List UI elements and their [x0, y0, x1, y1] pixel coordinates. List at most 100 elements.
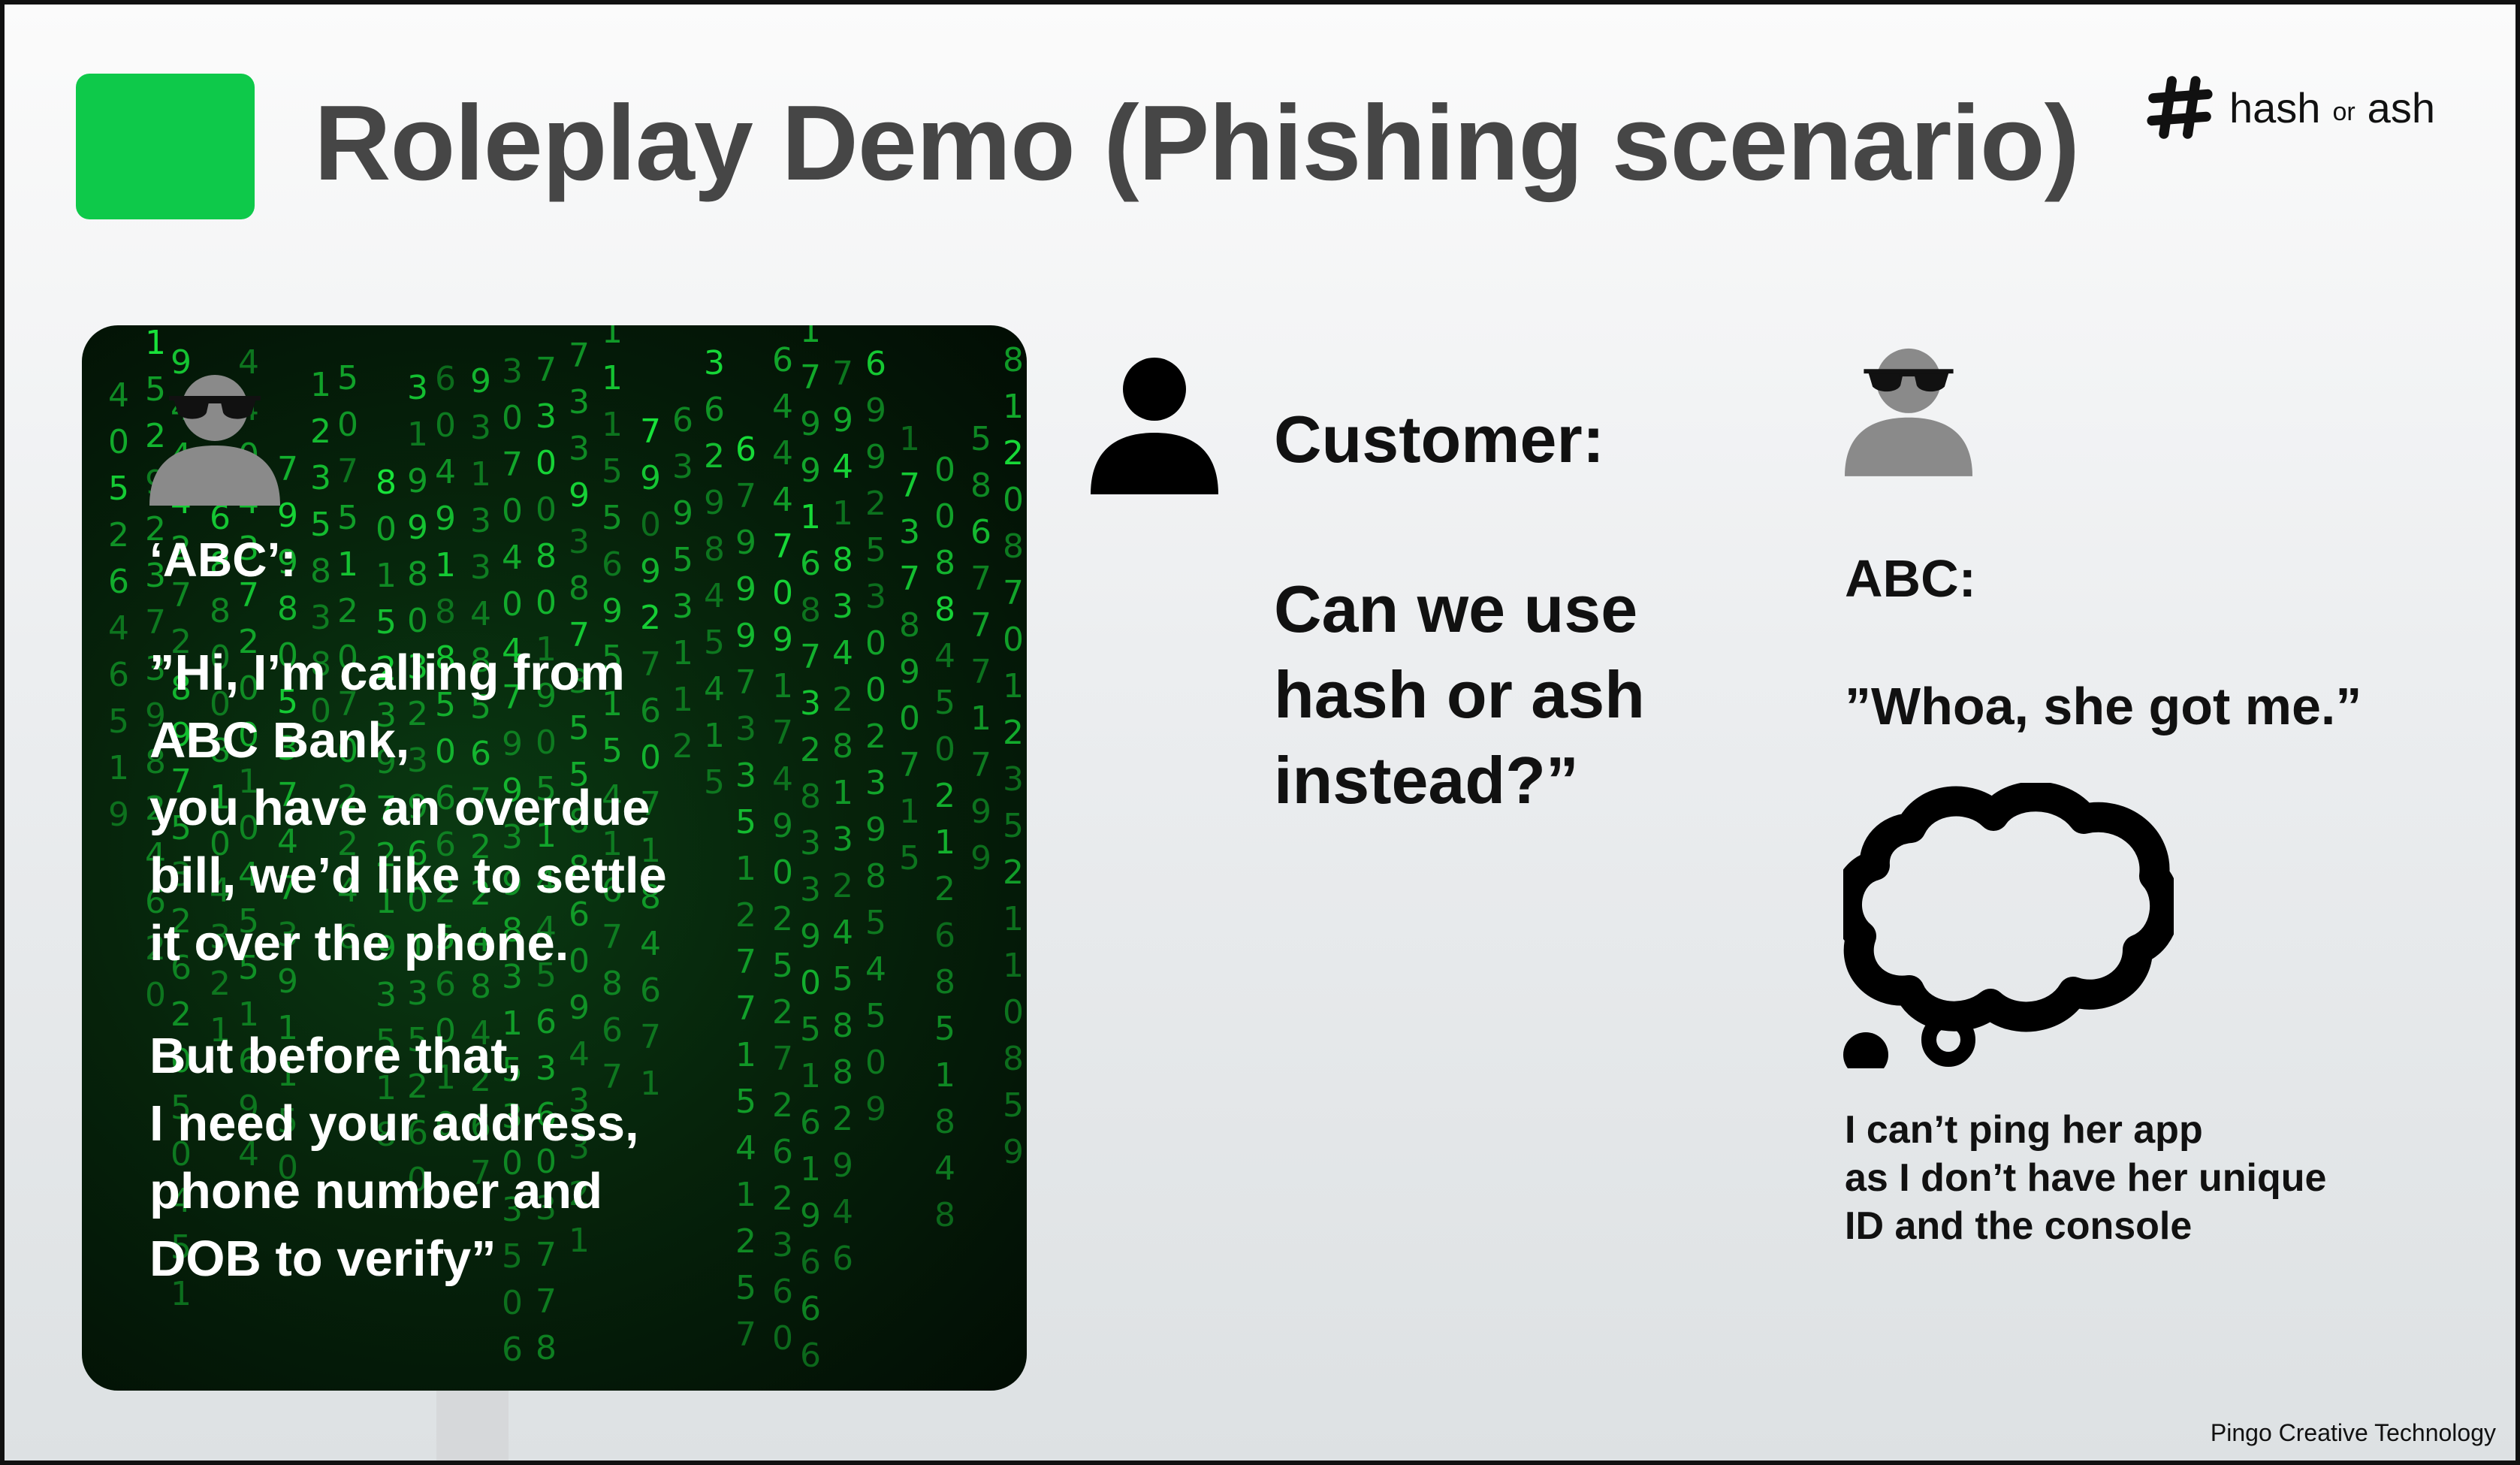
- scammer-speech-line: ABC Bank,: [149, 712, 410, 769]
- matrix-digit: 8: [569, 569, 590, 608]
- matrix-digit: 7: [970, 560, 991, 598]
- matrix-digit: 2: [145, 510, 166, 548]
- sunglasses-person-icon: [1845, 348, 1972, 476]
- matrix-digit: 0: [502, 1284, 523, 1322]
- matrix-digit: 9: [407, 462, 428, 500]
- abc-thought: I can’t ping her app as I don’t have her…: [1845, 1106, 2468, 1250]
- matrix-digit: 8: [210, 592, 231, 630]
- matrix-digit: 4: [569, 1035, 590, 1074]
- matrix-digit: 0: [407, 1161, 428, 1199]
- matrix-digit: 3: [407, 974, 428, 1013]
- matrix-digit: 2: [376, 836, 397, 874]
- matrix-digit: 0: [536, 1143, 557, 1181]
- matrix-digit: 3: [800, 684, 821, 723]
- matrix-digit: 0: [435, 1105, 456, 1143]
- matrix-digit: 8: [435, 593, 456, 631]
- scammer-speech-line: But before that,: [149, 1028, 522, 1084]
- matrix-digit: 9: [569, 476, 590, 515]
- matrix-digit: 0: [536, 584, 557, 622]
- matrix-digit: 7: [470, 781, 491, 820]
- matrix-digit: 5: [800, 1010, 821, 1049]
- matrix-digit: 5: [277, 683, 298, 721]
- matrix-digit: 6: [171, 949, 192, 987]
- customer-speech-line: Can we use: [1274, 572, 1638, 646]
- matrix-digit: 7: [569, 616, 590, 654]
- matrix-digit: 4: [934, 637, 955, 675]
- matrix-digit: 2: [337, 592, 358, 630]
- matrix-digit: 0: [536, 444, 557, 482]
- matrix-digit: 5: [108, 470, 129, 508]
- matrix-digit: 0: [1003, 621, 1024, 659]
- matrix-digit: 7: [602, 918, 623, 956]
- matrix-digit: 7: [772, 714, 793, 752]
- matrix-digit: 1: [772, 667, 793, 705]
- matrix-digit: 7: [970, 746, 991, 784]
- matrix-digit: 3: [832, 588, 853, 626]
- matrix-digit: 9: [800, 1197, 821, 1235]
- matrix-digit: 5: [502, 1237, 523, 1276]
- matrix-digit: 5: [970, 420, 991, 458]
- matrix-digit: 4: [772, 434, 793, 473]
- matrix-digit: 7: [277, 450, 298, 488]
- matrix-digit: 3: [536, 1050, 557, 1088]
- matrix-digit: 4: [435, 453, 456, 491]
- matrix-digit: 7: [536, 1236, 557, 1274]
- matrix-digit: 0: [376, 510, 397, 548]
- matrix-digit: 7: [800, 638, 821, 676]
- matrix-digit: 1: [640, 832, 661, 870]
- matrix-digit: 8: [145, 743, 166, 781]
- matrix-digit: 6: [640, 692, 661, 730]
- matrix-digit: 8: [310, 552, 331, 591]
- footer-credit: Pingo Creative Technology: [2210, 1419, 2496, 1446]
- matrix-digit: 1: [470, 455, 491, 494]
- matrix-digit: 0: [1003, 481, 1024, 519]
- matrix-digit: 9: [502, 725, 523, 763]
- matrix-digit: 0: [277, 1149, 298, 1187]
- matrix-digit: 1: [934, 823, 955, 862]
- scammer-speech-line: ”Hi, I’m calling from: [149, 645, 625, 701]
- matrix-digit: 2: [865, 485, 886, 523]
- matrix-digit: 0: [569, 942, 590, 980]
- matrix-digit: 6: [337, 918, 358, 956]
- matrix-digit: 0: [865, 624, 886, 663]
- matrix-digit: 8: [800, 591, 821, 630]
- matrix-digit: 9: [277, 543, 298, 581]
- matrix-digit: 8: [865, 857, 886, 896]
- matrix-digit: 8: [536, 1329, 557, 1367]
- matrix-digit: 1: [800, 498, 821, 536]
- matrix-digit: 0: [337, 732, 358, 770]
- matrix-digit: 5: [672, 541, 693, 579]
- matrix-digit: 6: [800, 1104, 821, 1142]
- matrix-digit: 6: [772, 1133, 793, 1171]
- matrix-digit: 7: [735, 477, 756, 515]
- matrix-digit: 0: [435, 406, 456, 445]
- matrix-digit: 4: [470, 1014, 491, 1053]
- matrix-digit: 4: [832, 448, 853, 486]
- matrix-digit: 1: [800, 1057, 821, 1095]
- matrix-digit: 9: [1003, 1133, 1024, 1171]
- matrix-digit: 6: [502, 1331, 523, 1369]
- matrix-digit: 5: [171, 1228, 192, 1267]
- customer-speech-line: instead?”: [1274, 743, 1579, 817]
- matrix-digit: 6: [832, 1240, 853, 1278]
- matrix-digit: 4: [640, 925, 661, 963]
- matrix-digit: 0: [171, 1042, 192, 1080]
- matrix-digit: 0: [108, 423, 129, 461]
- matrix-digit: 7: [337, 685, 358, 723]
- matrix-digit: 2: [470, 874, 491, 913]
- matrix-digit: 8: [934, 544, 955, 582]
- matrix-digit: 6: [536, 1003, 557, 1041]
- matrix-digit: 3: [704, 344, 725, 382]
- matrix-digit: 0: [502, 492, 523, 530]
- matrix-digit: 4: [735, 1129, 756, 1167]
- matrix-digit: 1: [376, 1069, 397, 1107]
- scammer-speech-line: I need your address,: [149, 1095, 639, 1152]
- matrix-digit: 7: [145, 603, 166, 642]
- matrix-digit: 2: [1003, 434, 1024, 473]
- matrix-digit: 0: [934, 497, 955, 536]
- matrix-digit: 9: [238, 1089, 259, 1127]
- matrix-digit: 2: [934, 870, 955, 908]
- matrix-digit: 2: [145, 790, 166, 828]
- matrix-digit: 9: [735, 524, 756, 562]
- matrix-digit: 3: [569, 663, 590, 701]
